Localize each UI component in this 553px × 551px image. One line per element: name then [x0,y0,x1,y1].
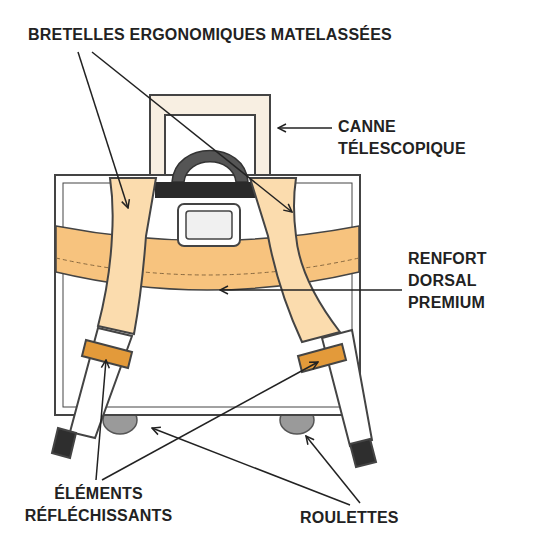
handle-base [155,182,255,198]
reflector [82,340,132,368]
reflector [298,344,346,372]
callout-label: RENFORT DORSAL PREMIUM [408,248,523,314]
callout-label: CANNE TÉLESCOPIQUE [338,116,478,160]
right-strap [250,178,376,467]
name-plate [178,204,240,246]
left-strap [52,178,156,458]
handle-grip [172,151,248,183]
callout-label: ÉLÉMENTS RÉFLÉCHISSANTS [6,483,191,527]
callout-label: ROULETTES [300,507,460,529]
callout-label: BRETELLES ERGONOMIQUES MATELASSÉES [28,24,468,46]
